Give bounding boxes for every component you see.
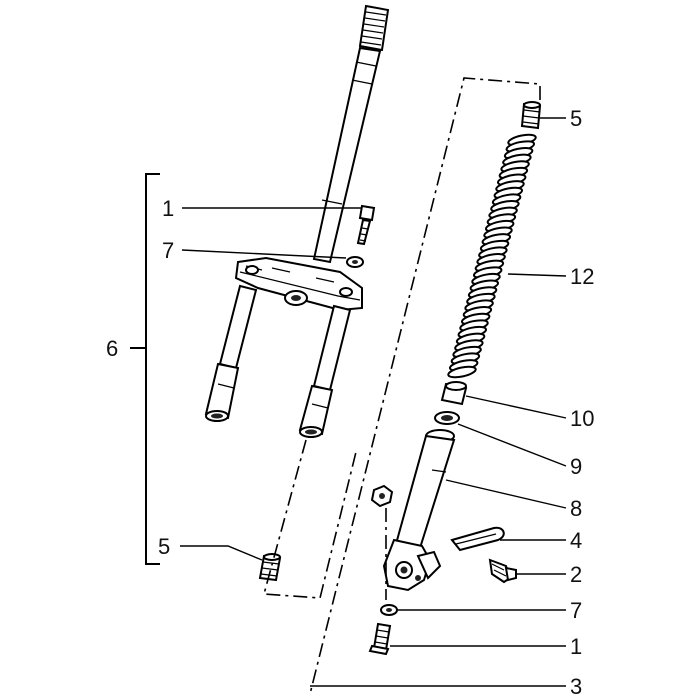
screw-bottom: [368, 622, 392, 656]
clamp: [450, 526, 505, 552]
callout-3: 3: [570, 674, 582, 699]
callout-5-bottom: 5: [158, 534, 170, 559]
ring: [434, 411, 460, 425]
washer-bottom: [380, 604, 398, 616]
spring: [447, 133, 537, 379]
fork-leg-left: [204, 284, 258, 422]
callout-2: 2: [570, 562, 582, 587]
leader-lines: [180, 117, 567, 687]
screw-top: [356, 204, 376, 246]
nut: [370, 484, 394, 508]
washer-top: [346, 256, 364, 268]
buffer-bottom: [258, 553, 282, 582]
callout-5-top: 5: [570, 106, 582, 131]
callout-1-top: 1: [162, 196, 174, 221]
callout-7-top: 7: [162, 238, 174, 263]
alignment-line-right: [309, 77, 541, 695]
steering-fork-assembly: [204, 4, 390, 599]
steering-tube: [312, 46, 382, 264]
callout-9: 9: [570, 454, 582, 479]
damper-body: [382, 429, 456, 592]
callout-1-bottom: 1: [570, 634, 582, 659]
callout-12: 12: [570, 264, 594, 289]
callout-4: 4: [570, 528, 582, 553]
callout-8: 8: [570, 496, 582, 521]
callout-6: 6: [106, 336, 118, 361]
callout-labels: 1 7 6 5 5 12 10 9 8 4 2 7 1 3: [106, 106, 594, 699]
fork-leg-right: [298, 304, 352, 438]
spacer: [440, 381, 468, 406]
bracket-6: [145, 173, 160, 565]
alignment-line-left: [262, 439, 357, 599]
steering-tube-thread: [358, 4, 390, 52]
bolt: [488, 558, 517, 584]
callout-7-bottom: 7: [570, 598, 582, 623]
shock-absorber-assembly: [309, 77, 542, 695]
fork-crown: [234, 256, 363, 312]
buffer-top: [520, 101, 542, 130]
callout-10: 10: [570, 406, 594, 431]
spring-coil: [447, 365, 477, 379]
